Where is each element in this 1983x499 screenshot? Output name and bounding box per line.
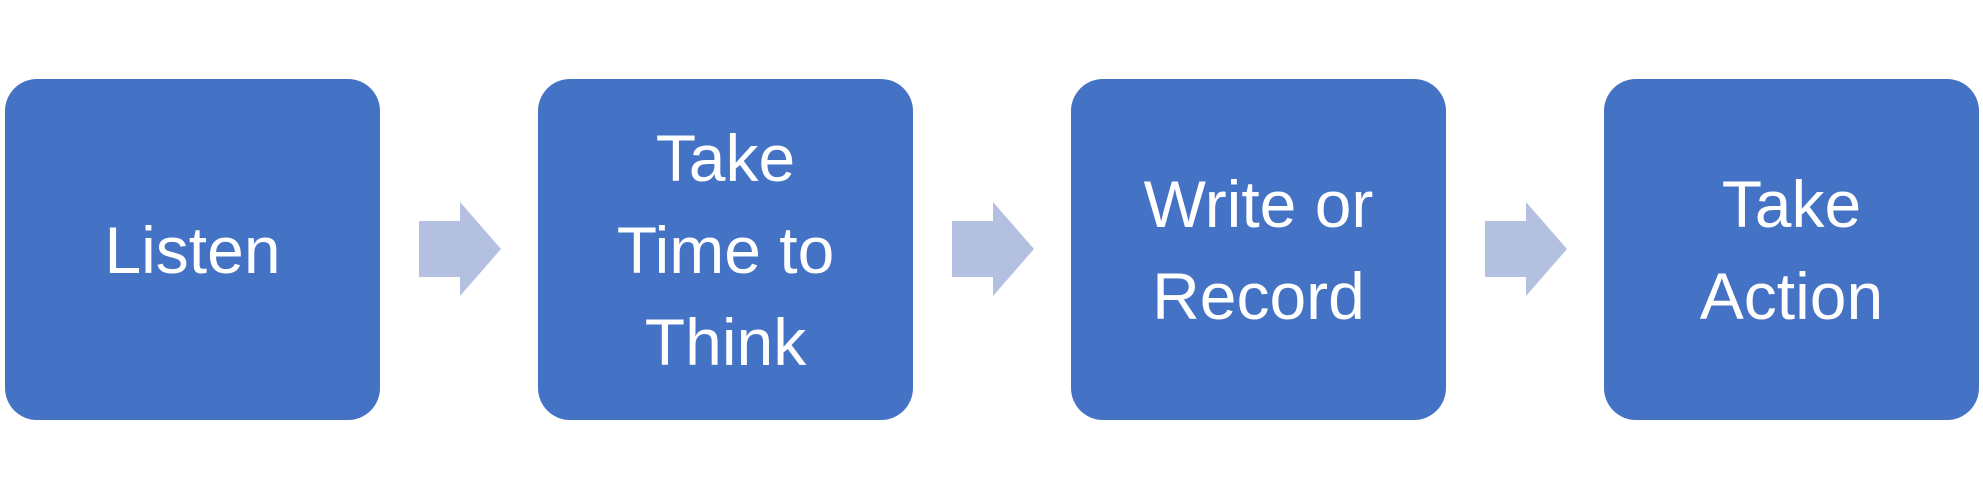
right-arrow-icon xyxy=(419,202,501,296)
step-label-take-action: Take Action xyxy=(1699,166,1884,333)
step-box-listen: Listen xyxy=(5,79,380,420)
step-label-take-time-to-think: Take Time to Think xyxy=(616,120,835,379)
right-arrow-icon xyxy=(952,202,1034,296)
step-box-write-or-record: Write or Record xyxy=(1071,79,1446,420)
step-label-listen: Listen xyxy=(104,212,281,287)
step-box-take-action: Take Action xyxy=(1604,79,1979,420)
right-arrow-icon xyxy=(1485,202,1567,296)
step-box-take-time-to-think: Take Time to Think xyxy=(538,79,913,420)
step-label-write-or-record: Write or Record xyxy=(1143,166,1374,333)
